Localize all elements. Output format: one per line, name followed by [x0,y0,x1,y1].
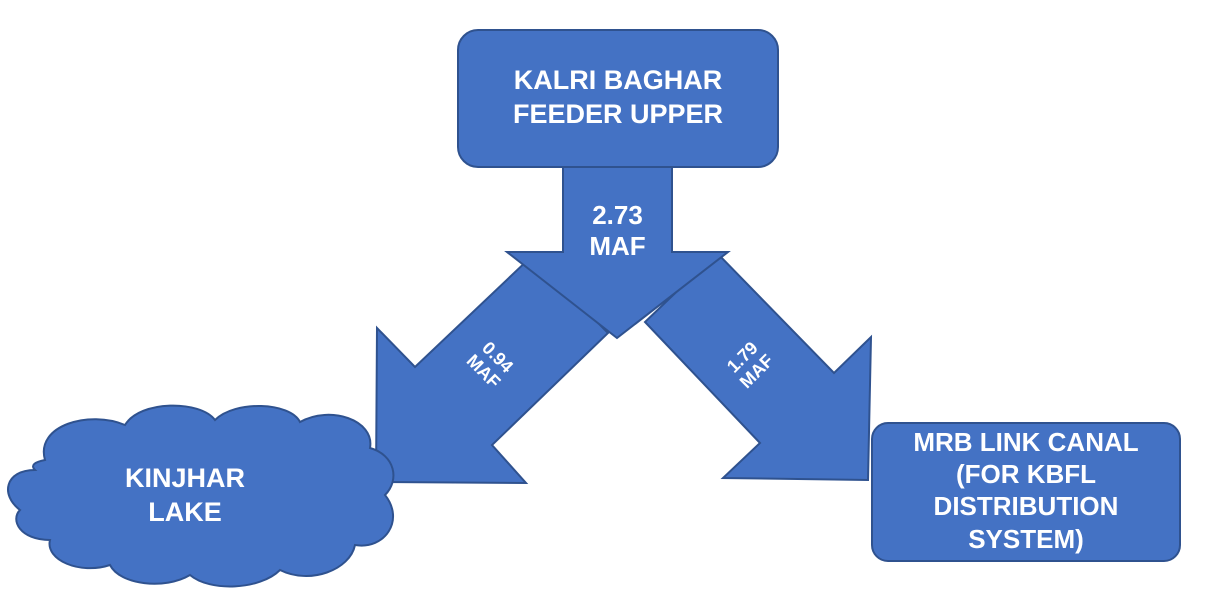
source-label-line2: FEEDER UPPER [512,98,724,129]
source-label-line1: KALRI BAGHAR [513,65,723,95]
down-arrow [504,166,731,340]
total-flow-value: 2.73 [592,200,643,230]
total-flow-unit: MAF [589,231,646,262]
canal-label-line3: DISTRIBUTION [933,491,1119,522]
canal-label-line2: (FOR KBFL [955,459,1097,490]
canal-label-line1: MRB LINK CANAL [913,427,1139,457]
source-label: KALRI BAGHAR FEEDER UPPER [458,64,778,132]
lake-label-line1: KINJHAR [124,463,245,493]
canal-box [871,422,1181,562]
lake-label-line2: LAKE [148,496,222,527]
left-arrow [374,254,610,485]
canal-label: MRB LINK CANAL (FOR KBFL DISTRIBUTION SY… [872,426,1180,555]
total-flow-label: 2.73 MAF [563,200,672,262]
lake-cloud [7,404,395,588]
canal-label-line4: SYSTEM) [968,523,1084,554]
right-arrow [643,251,873,482]
lake-label: KINJHAR LAKE [100,462,270,530]
